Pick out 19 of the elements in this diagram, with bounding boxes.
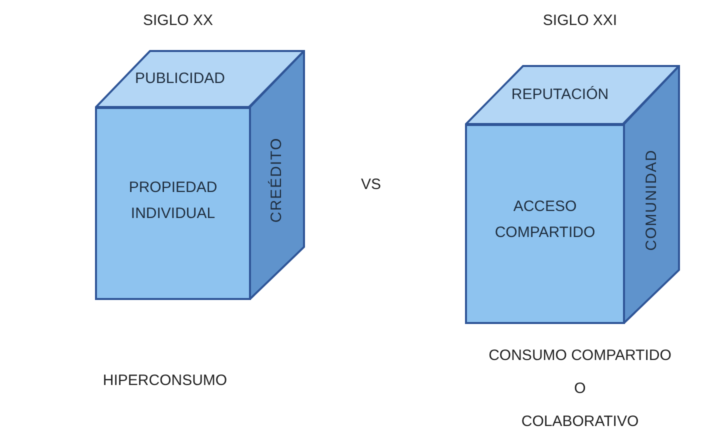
cube-top-face — [95, 50, 305, 108]
caption-text: O — [574, 380, 586, 397]
face-label: ACCESO COMPARTIDO — [494, 197, 596, 243]
cube-side-face — [249, 50, 305, 300]
caption-text: HIPERCONSUMO — [102, 372, 228, 389]
face-label: COMUNIDAD — [642, 148, 660, 250]
cube-top-face — [465, 65, 680, 125]
face-label: CREÉDITO — [267, 137, 286, 223]
cube-front-face — [465, 124, 625, 324]
caption-text: CONSUMO COMPARTIDO — [488, 347, 672, 364]
face-label: PUBLICIDAD — [134, 69, 226, 89]
column-heading: SIGLO XXI — [542, 12, 618, 29]
cube-side-face — [623, 65, 680, 324]
face-label: PROPIEDAD INDIVIDUAL — [128, 178, 218, 224]
caption-text: COLABORATIVO — [521, 413, 639, 430]
cube-front-face — [95, 107, 251, 300]
comparison-label: VS — [361, 176, 381, 193]
face-label: REPUTACIÓN — [510, 85, 610, 105]
column-heading: SIGLO XX — [142, 12, 214, 29]
